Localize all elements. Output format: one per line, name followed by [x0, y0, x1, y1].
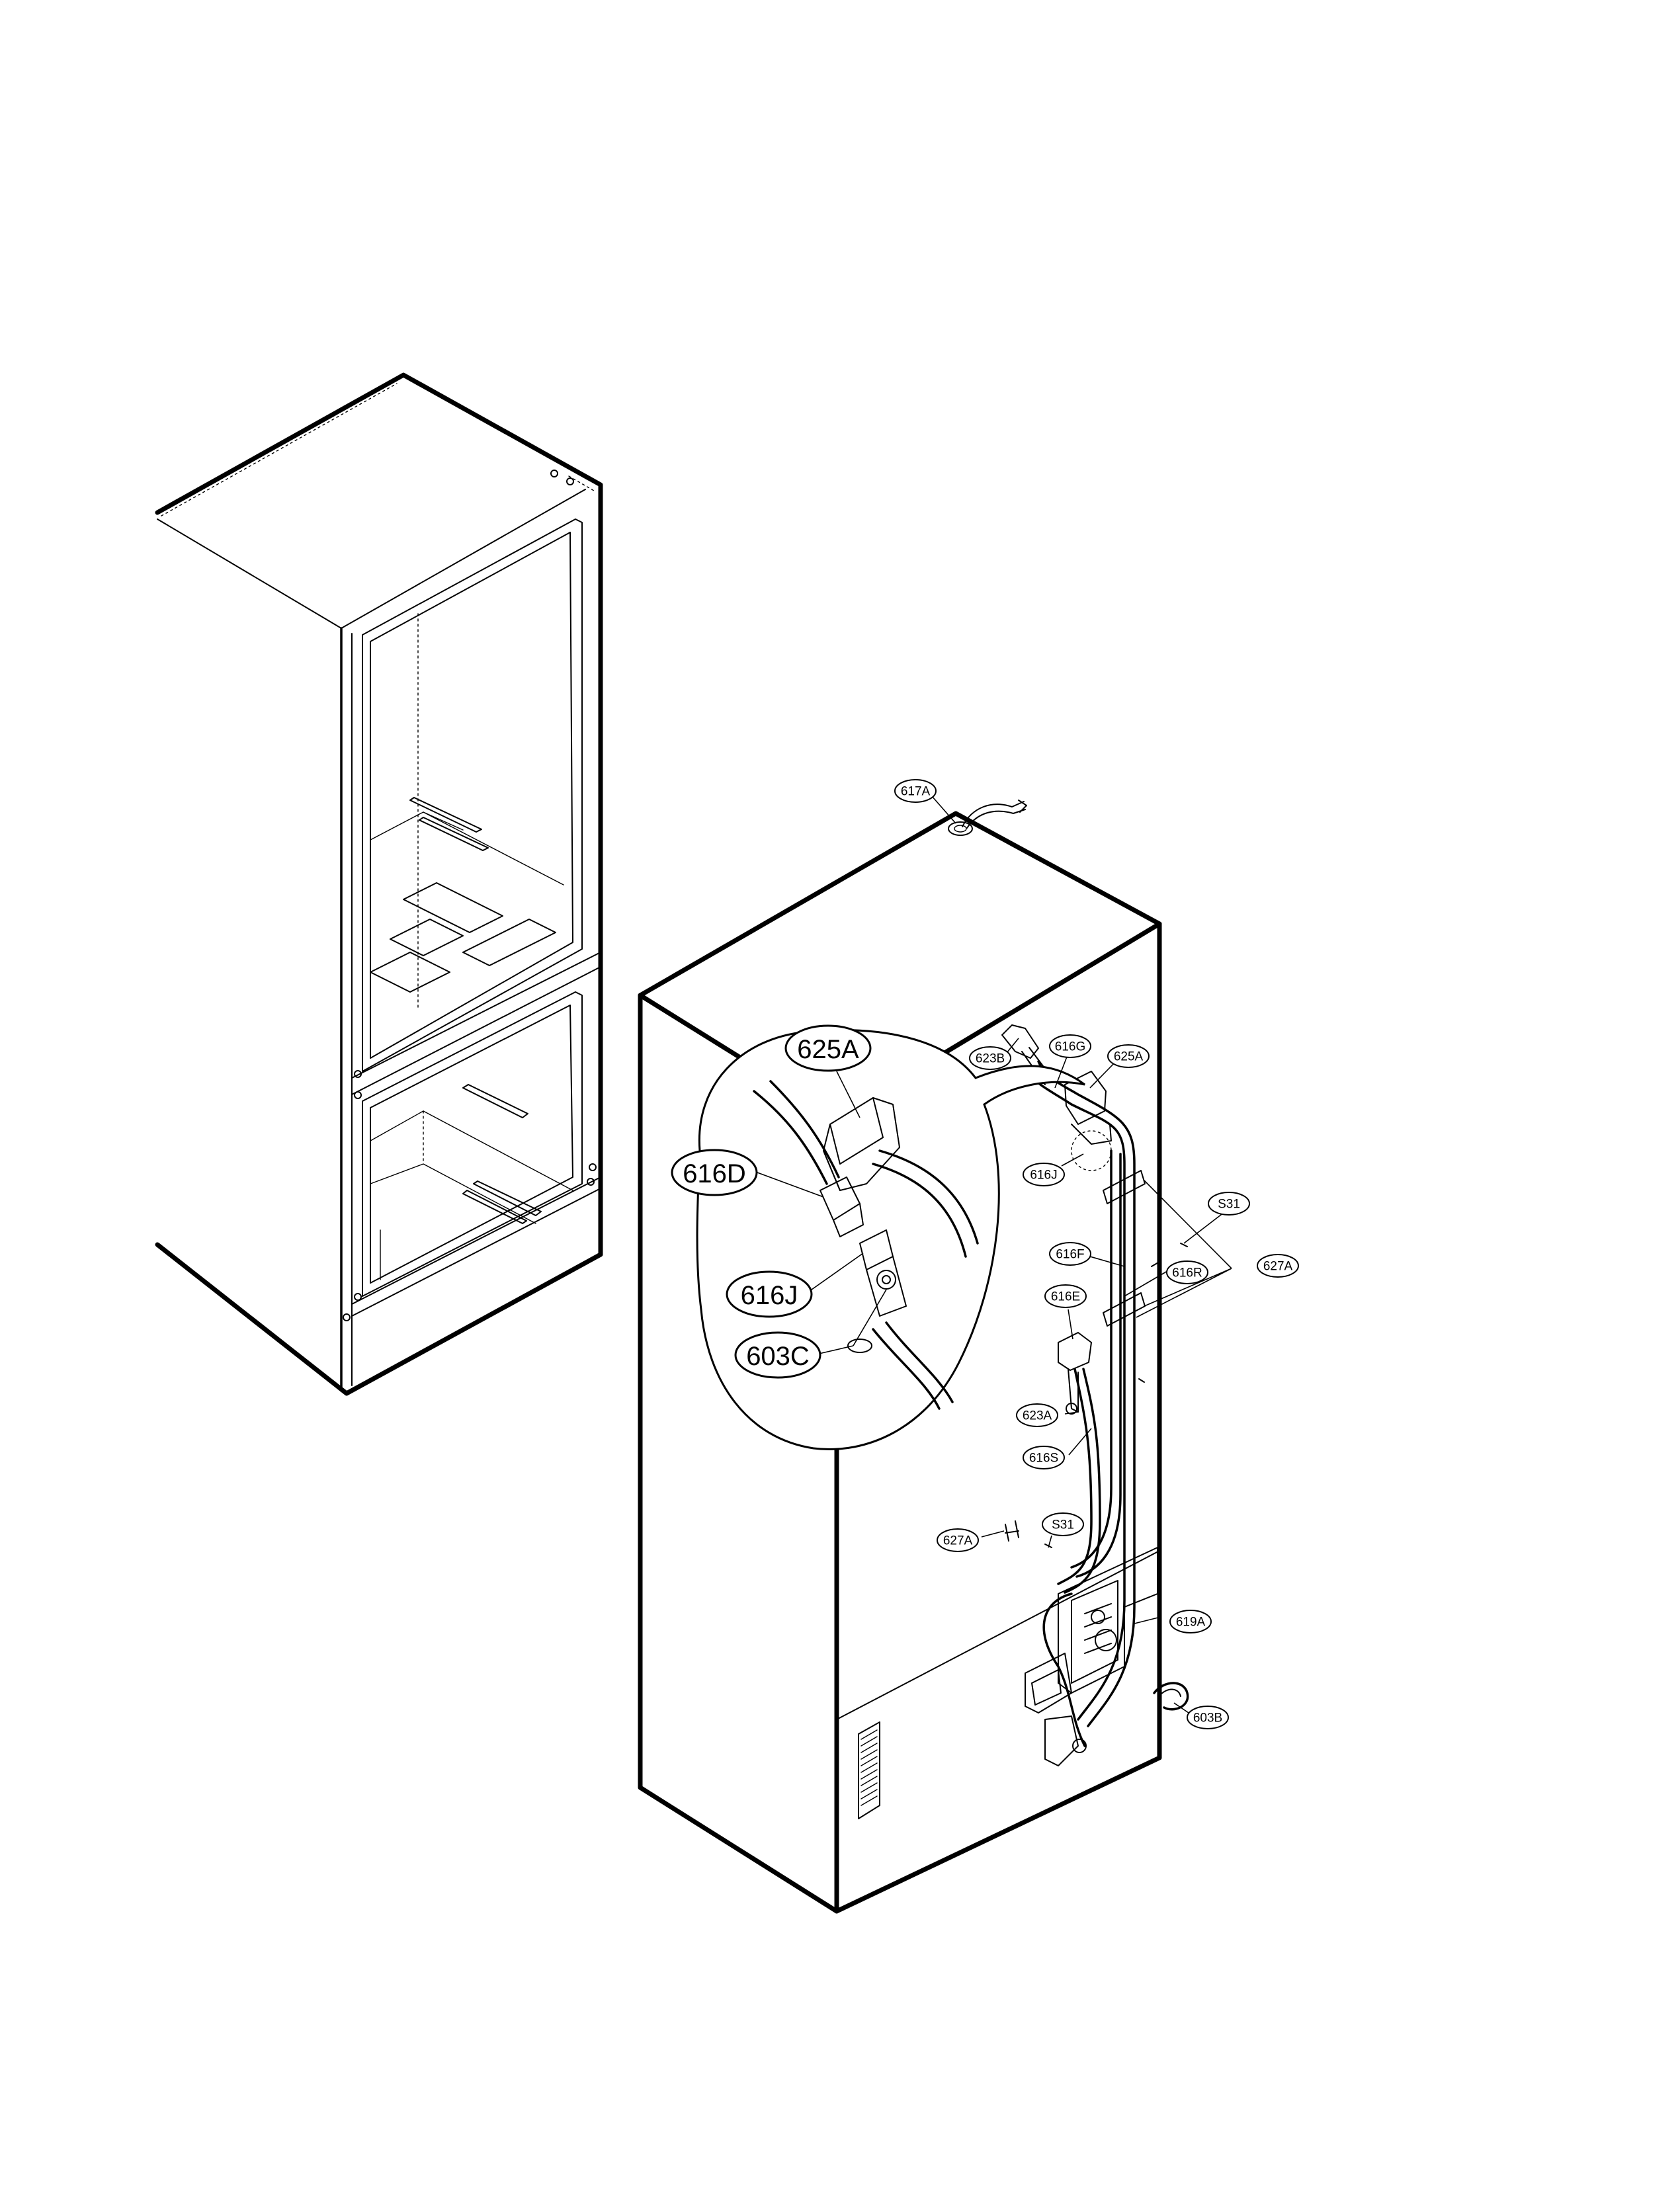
- callout-616J: 616J: [1023, 1163, 1065, 1186]
- svg-text:616J: 616J: [1030, 1169, 1057, 1182]
- callout-623A: 623A: [1016, 1403, 1058, 1427]
- svg-text:616G: 616G: [1055, 1040, 1085, 1054]
- svg-text:627A: 627A: [943, 1534, 973, 1548]
- callout-627A-left: 627A: [937, 1528, 979, 1552]
- svg-text:616D: 616D: [683, 1159, 746, 1188]
- svg-text:616S: 616S: [1029, 1452, 1058, 1465]
- callout-617A: 617A: [894, 779, 937, 803]
- svg-text:619A: 619A: [1176, 1616, 1206, 1630]
- callout-616F: 616F: [1049, 1242, 1091, 1266]
- svg-text:616R: 616R: [1172, 1266, 1202, 1280]
- svg-text:623B: 623B: [976, 1052, 1005, 1066]
- callout-625A: 625A: [1107, 1044, 1150, 1068]
- svg-text:625A: 625A: [797, 1035, 859, 1064]
- svg-text:603B: 603B: [1193, 1712, 1222, 1725]
- filter-connector-assembly: [1001, 1024, 1112, 1171]
- rear-cabinet-view: [638, 800, 1189, 1914]
- svg-text:623A: 623A: [1023, 1409, 1052, 1423]
- callout-616R: 616R: [1166, 1260, 1208, 1284]
- callout-leaders: [757, 790, 1232, 1715]
- callout-623B: 623B: [969, 1046, 1011, 1070]
- svg-text:625A: 625A: [1114, 1050, 1144, 1064]
- svg-text:617A: 617A: [901, 785, 931, 799]
- callout-616E: 616E: [1044, 1284, 1087, 1308]
- water-tubes: [1027, 1060, 1136, 1747]
- callout-labels: 617A 616G 625A 623B 616J S31 616F 616R: [671, 779, 1299, 1729]
- callout-616S: 616S: [1023, 1446, 1065, 1469]
- callout-616G: 616G: [1049, 1034, 1091, 1058]
- detail-callout-625A: 625A: [784, 1024, 872, 1072]
- callout-603B: 603B: [1187, 1706, 1229, 1729]
- svg-text:616J: 616J: [741, 1281, 798, 1310]
- svg-text:S31: S31: [1052, 1518, 1074, 1532]
- detail-callout-616J: 616J: [726, 1270, 813, 1318]
- water-valve-619A: [1025, 1547, 1158, 1766]
- svg-text:S31: S31: [1218, 1198, 1240, 1212]
- rear-vent-grille: [858, 1721, 880, 1819]
- valve-fitting-616E: [1058, 1332, 1092, 1415]
- svg-text:627A: 627A: [1263, 1260, 1293, 1274]
- callout-627A-right: 627A: [1257, 1254, 1299, 1278]
- callout-S31-lower: S31: [1042, 1512, 1084, 1536]
- svg-text:603C: 603C: [746, 1342, 810, 1371]
- svg-text:616E: 616E: [1051, 1290, 1080, 1304]
- detail-magnifier: [696, 1029, 1085, 1450]
- callout-S31-upper: S31: [1208, 1192, 1250, 1216]
- svg-text:616F: 616F: [1056, 1248, 1084, 1262]
- detail-callout-616D: 616D: [671, 1149, 758, 1196]
- callout-619A: 619A: [1169, 1610, 1212, 1633]
- detail-callout-603C: 603C: [734, 1331, 821, 1379]
- front-cabinet-view: [155, 372, 603, 1396]
